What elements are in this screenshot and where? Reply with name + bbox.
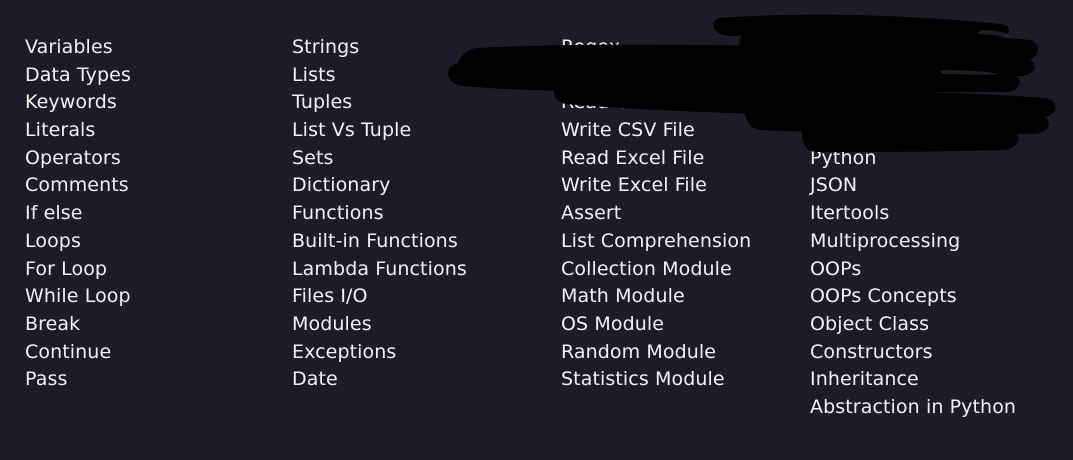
topic-column-1: Variables Data Types Keywords Literals O… [25, 34, 131, 394]
topic-link[interactable]: While Loop [25, 285, 131, 308]
topic-link[interactable]: Date [292, 368, 338, 391]
topic-link[interactable]: Constructors [810, 340, 933, 363]
topic-link[interactable]: Loops [25, 229, 81, 252]
topic-link[interactable]: Operators [25, 146, 121, 169]
topic-link[interactable]: Dictionary [292, 174, 391, 197]
topic-link[interactable]: OOPs Concepts [810, 285, 957, 308]
topic-link[interactable]: Variables [25, 36, 113, 58]
topic-link[interactable]: Pass [25, 368, 68, 391]
topic-link[interactable]: Python [810, 146, 877, 169]
topic-link[interactable]: JSON [810, 174, 858, 197]
topic-link[interactable]: Read Excel File [561, 146, 705, 169]
topic-link[interactable]: Exceptions [292, 340, 397, 363]
topic-column-3: Regex Read CSV File Write CSV File Read … [561, 34, 751, 394]
topic-link[interactable]: Comments [25, 174, 129, 197]
topic-link[interactable]: Write Excel File [561, 174, 707, 197]
topic-link[interactable]: Break [25, 312, 81, 335]
topic-link[interactable]: List Vs Tuple [292, 119, 412, 142]
topic-link[interactable]: Files I/O [292, 285, 368, 308]
topic-link[interactable]: Abstraction in Python [810, 395, 1017, 418]
topic-link[interactable]: OOPs [810, 257, 862, 280]
topic-link[interactable]: Functions [292, 202, 384, 225]
topic-link-redacted[interactable] [810, 34, 1016, 62]
topic-link[interactable]: Continue [25, 340, 112, 363]
topic-link[interactable]: Inheritance [810, 368, 919, 391]
topic-link[interactable]: Math Module [561, 285, 685, 308]
topic-link[interactable]: Statistics Module [561, 368, 725, 391]
topic-link[interactable]: Sets [292, 146, 334, 169]
topic-link[interactable]: Data Types [25, 63, 131, 86]
topic-link[interactable]: Regex [561, 36, 621, 58]
topic-link[interactable]: List Comprehension [561, 229, 752, 252]
topic-link[interactable]: Built-in Functions [292, 229, 458, 252]
topic-link[interactable]: Write CSV File [561, 119, 695, 142]
topic-link[interactable]: Modules [292, 312, 372, 335]
topic-link[interactable]: If else [25, 202, 83, 225]
topic-link[interactable]: Tuples [292, 91, 353, 114]
topic-column-2: Strings Lists Tuples List Vs Tuple Sets … [292, 34, 467, 394]
topic-link-redacted[interactable] [810, 117, 1016, 145]
topic-link[interactable]: Strings [292, 36, 360, 58]
topic-column-4: Python JSON Itertools Multiprocessing OO… [810, 34, 1016, 422]
topic-link[interactable]: Literals [25, 119, 96, 142]
topic-link[interactable]: OS Module [561, 312, 665, 335]
topic-link[interactable]: Lists [292, 63, 336, 86]
topic-link[interactable]: Read CSV File [561, 91, 693, 114]
topic-link-redacted[interactable] [810, 62, 1016, 90]
topic-link[interactable]: Multiprocessing [810, 229, 961, 252]
topic-link[interactable]: Object Class [810, 312, 930, 335]
topic-link[interactable]: For Loop [25, 257, 108, 280]
topic-link[interactable]: Keywords [25, 91, 117, 114]
topic-link[interactable]: Random Module [561, 340, 717, 363]
topic-link-redacted[interactable] [810, 89, 1016, 117]
topic-link[interactable]: Lambda Functions [292, 257, 467, 280]
topic-link[interactable]: Collection Module [561, 257, 732, 280]
topic-link[interactable]: Assert [561, 202, 622, 225]
topic-link[interactable]: Itertools [810, 202, 890, 225]
topic-link-redacted[interactable] [561, 62, 751, 90]
